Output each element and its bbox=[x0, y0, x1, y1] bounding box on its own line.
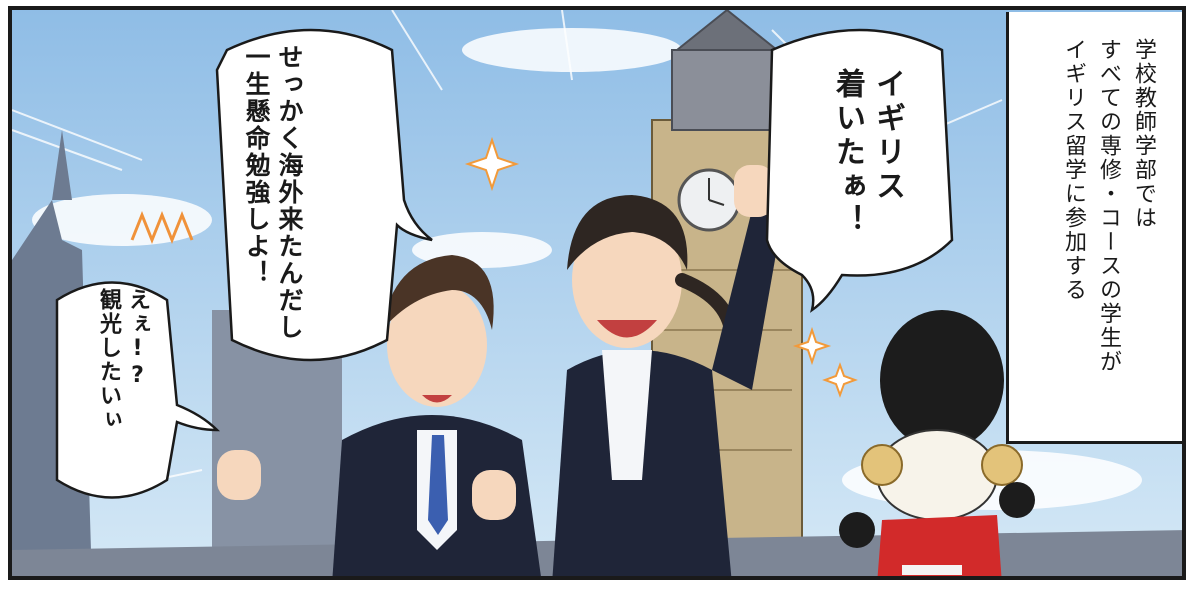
bubble-line: イギリス bbox=[870, 68, 905, 204]
manga-panel: せっかく海外来たんだし 一生懸命勉強しよ！ えぇ!? 観光したいぃ イギリス 着… bbox=[8, 6, 1186, 580]
guard-mascot bbox=[839, 310, 1035, 576]
bubble-right-text: イギリス 着いたぁ！ bbox=[827, 68, 907, 238]
bubble-line: せっかく海外来たんだし bbox=[275, 44, 304, 341]
bubble-left-text: せっかく海外来たんだし 一生懸命勉強しよ！ bbox=[240, 44, 306, 341]
caption-line: 学校教師学部では bbox=[1131, 38, 1156, 230]
caption-line: イギリス留学に参加する bbox=[1061, 38, 1086, 302]
speech-bubble-right bbox=[765, 28, 954, 313]
female-student bbox=[552, 165, 782, 576]
scene-illustration bbox=[12, 10, 1182, 576]
caption-text: 学校教師学部では すべての専修・コースの学生が イギリス留学に参加する bbox=[1056, 38, 1161, 374]
speech-bubble-small bbox=[55, 281, 221, 499]
sparkle-icon bbox=[464, 136, 858, 398]
bubble-line: 一生懸命勉強しよ！ bbox=[242, 44, 271, 287]
bubble-line: 観光したいぃ bbox=[96, 288, 121, 432]
bubble-line: えぇ!? bbox=[125, 288, 150, 390]
caption-line: すべての専修・コースの学生が bbox=[1096, 38, 1121, 374]
speech-bubble-left bbox=[215, 28, 433, 362]
squiggle-mark bbox=[130, 210, 194, 245]
caption-box bbox=[1006, 12, 1182, 444]
bubble-line: 着いたぁ！ bbox=[830, 68, 865, 238]
bubble-small-text: えぇ!? 観光したいぃ bbox=[94, 288, 152, 432]
male-student bbox=[217, 255, 541, 576]
